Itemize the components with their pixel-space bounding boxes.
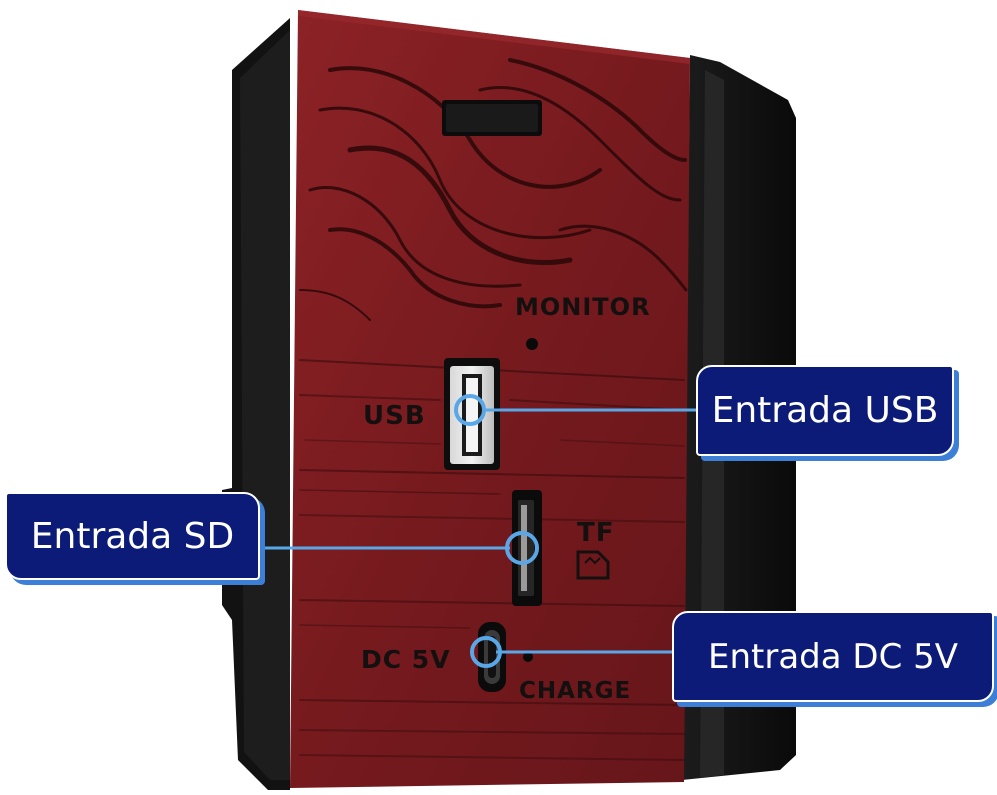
dc-5v-label: DC 5V bbox=[361, 645, 451, 674]
tf-label: TF bbox=[577, 518, 615, 548]
charge-led bbox=[523, 652, 533, 662]
leader-lines bbox=[255, 408, 700, 654]
callout-sd-input: Entrada SD bbox=[5, 492, 260, 580]
usb-label: USB bbox=[363, 401, 426, 431]
wood-grain bbox=[299, 58, 688, 761]
callout-usb-input: Entrada USB bbox=[696, 365, 954, 456]
callout-dc-input: Entrada DC 5V bbox=[672, 611, 994, 702]
monitor-label: MONITOR bbox=[515, 293, 651, 321]
leader-rings bbox=[454, 394, 539, 668]
charge-label: CHARGE bbox=[519, 678, 632, 704]
sd-card-icon bbox=[576, 550, 610, 580]
tf-card-slot bbox=[512, 490, 542, 606]
usb-port bbox=[444, 358, 500, 470]
cabinet-left-bevel bbox=[240, 30, 290, 780]
dc-power-port bbox=[478, 622, 506, 692]
monitor-jack bbox=[526, 338, 538, 350]
